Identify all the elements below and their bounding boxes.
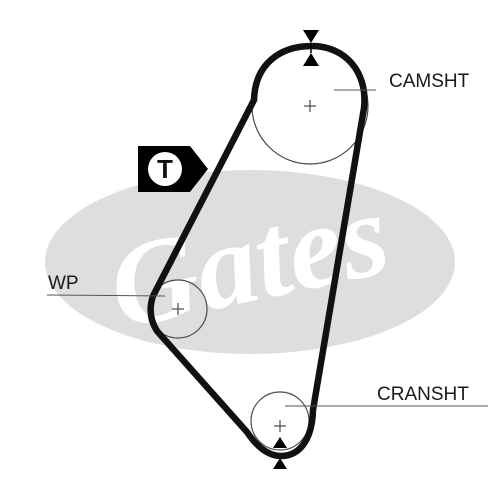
crosshair-icon	[304, 100, 316, 112]
crosshair-icon	[172, 303, 184, 315]
water-pump-label: WP	[48, 273, 79, 294]
watermark-logo: Gates	[45, 166, 455, 354]
triangle-marker-icon	[273, 437, 287, 469]
crosshair-icon	[274, 420, 286, 432]
crankshaft-label: CRANSHT	[377, 384, 469, 405]
tensioner-callout-icon: T	[138, 146, 208, 192]
tensioner-label: T	[157, 154, 173, 184]
triangle-marker-icon	[303, 30, 319, 66]
camshaft-label: CAMSHT	[389, 71, 470, 92]
water-pump-leader-line	[46, 294, 166, 297]
timing-belt	[147, 42, 368, 460]
tensioner-callout-circle	[148, 152, 182, 186]
